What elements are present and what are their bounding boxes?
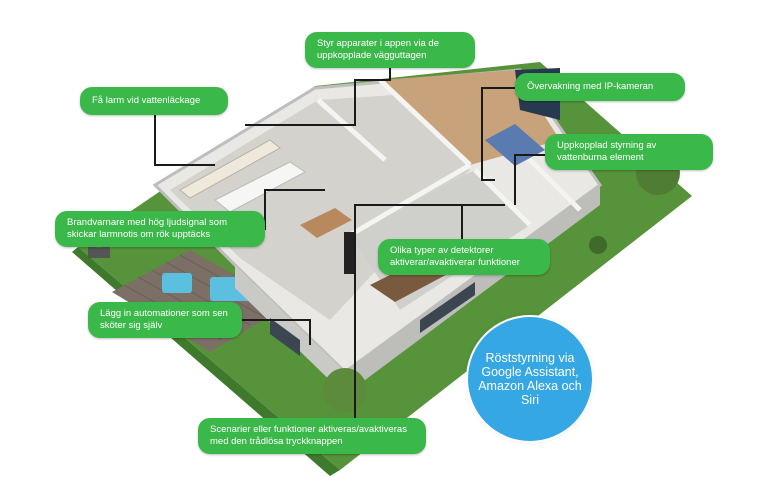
- main-floor: [170, 94, 470, 320]
- callout-smart-outlets: Styr apparater i appen via de uppkopplad…: [305, 32, 475, 68]
- callout-smart-outlets-text: Styr apparater i appen via de uppkopplad…: [317, 38, 439, 61]
- callout-detectors: Olika typer av detektorer aktiverar/avak…: [378, 239, 550, 275]
- callout-wireless-button: Scenarier eller funktioner aktiveras/ava…: [198, 418, 426, 454]
- callout-detectors-text: Olika typer av detektorer aktiverar/avak…: [390, 245, 520, 268]
- windows: [270, 282, 475, 356]
- callout-wireless-button-text: Scenarier eller funktioner aktiveras/ava…: [210, 424, 407, 447]
- callout-automations: Lägg in automationer som sen sköter sig …: [88, 302, 242, 338]
- callout-water-leak-text: Få larm vid vattenläckage: [92, 95, 201, 106]
- callout-ip-camera: Övervakning med IP-kameran: [515, 73, 685, 101]
- front-wall: [235, 265, 345, 395]
- callout-smoke-alarm-text: Brandvarnare med hög ljudsignal som skic…: [67, 217, 228, 240]
- callout-ip-camera-text: Övervakning med IP-kameran: [527, 81, 654, 92]
- callout-smoke-alarm: Brandvarnare med hög ljudsignal som skic…: [55, 211, 265, 247]
- callout-water-heating-text: Uppkopplad styrning av vattenburna eleme…: [557, 140, 657, 163]
- callout-water-leak: Få larm vid vattenläckage: [80, 87, 228, 115]
- voice-control-text: Röststyrning via Google Assistant, Amazo…: [478, 351, 582, 407]
- wooden-deck: [112, 250, 288, 352]
- dining-table: [300, 208, 352, 238]
- voice-control-badge: Röststyrning via Google Assistant, Amazo…: [468, 317, 592, 441]
- kitchen-island: [214, 161, 306, 213]
- callout-water-heating: Uppkopplad styrning av vattenburna eleme…: [545, 134, 713, 170]
- callout-automations-text: Lägg in automationer som sen sköter sig …: [100, 308, 228, 331]
- tv: [344, 232, 354, 274]
- kitchen-counter: [179, 139, 281, 199]
- connector-lines: [154, 68, 545, 418]
